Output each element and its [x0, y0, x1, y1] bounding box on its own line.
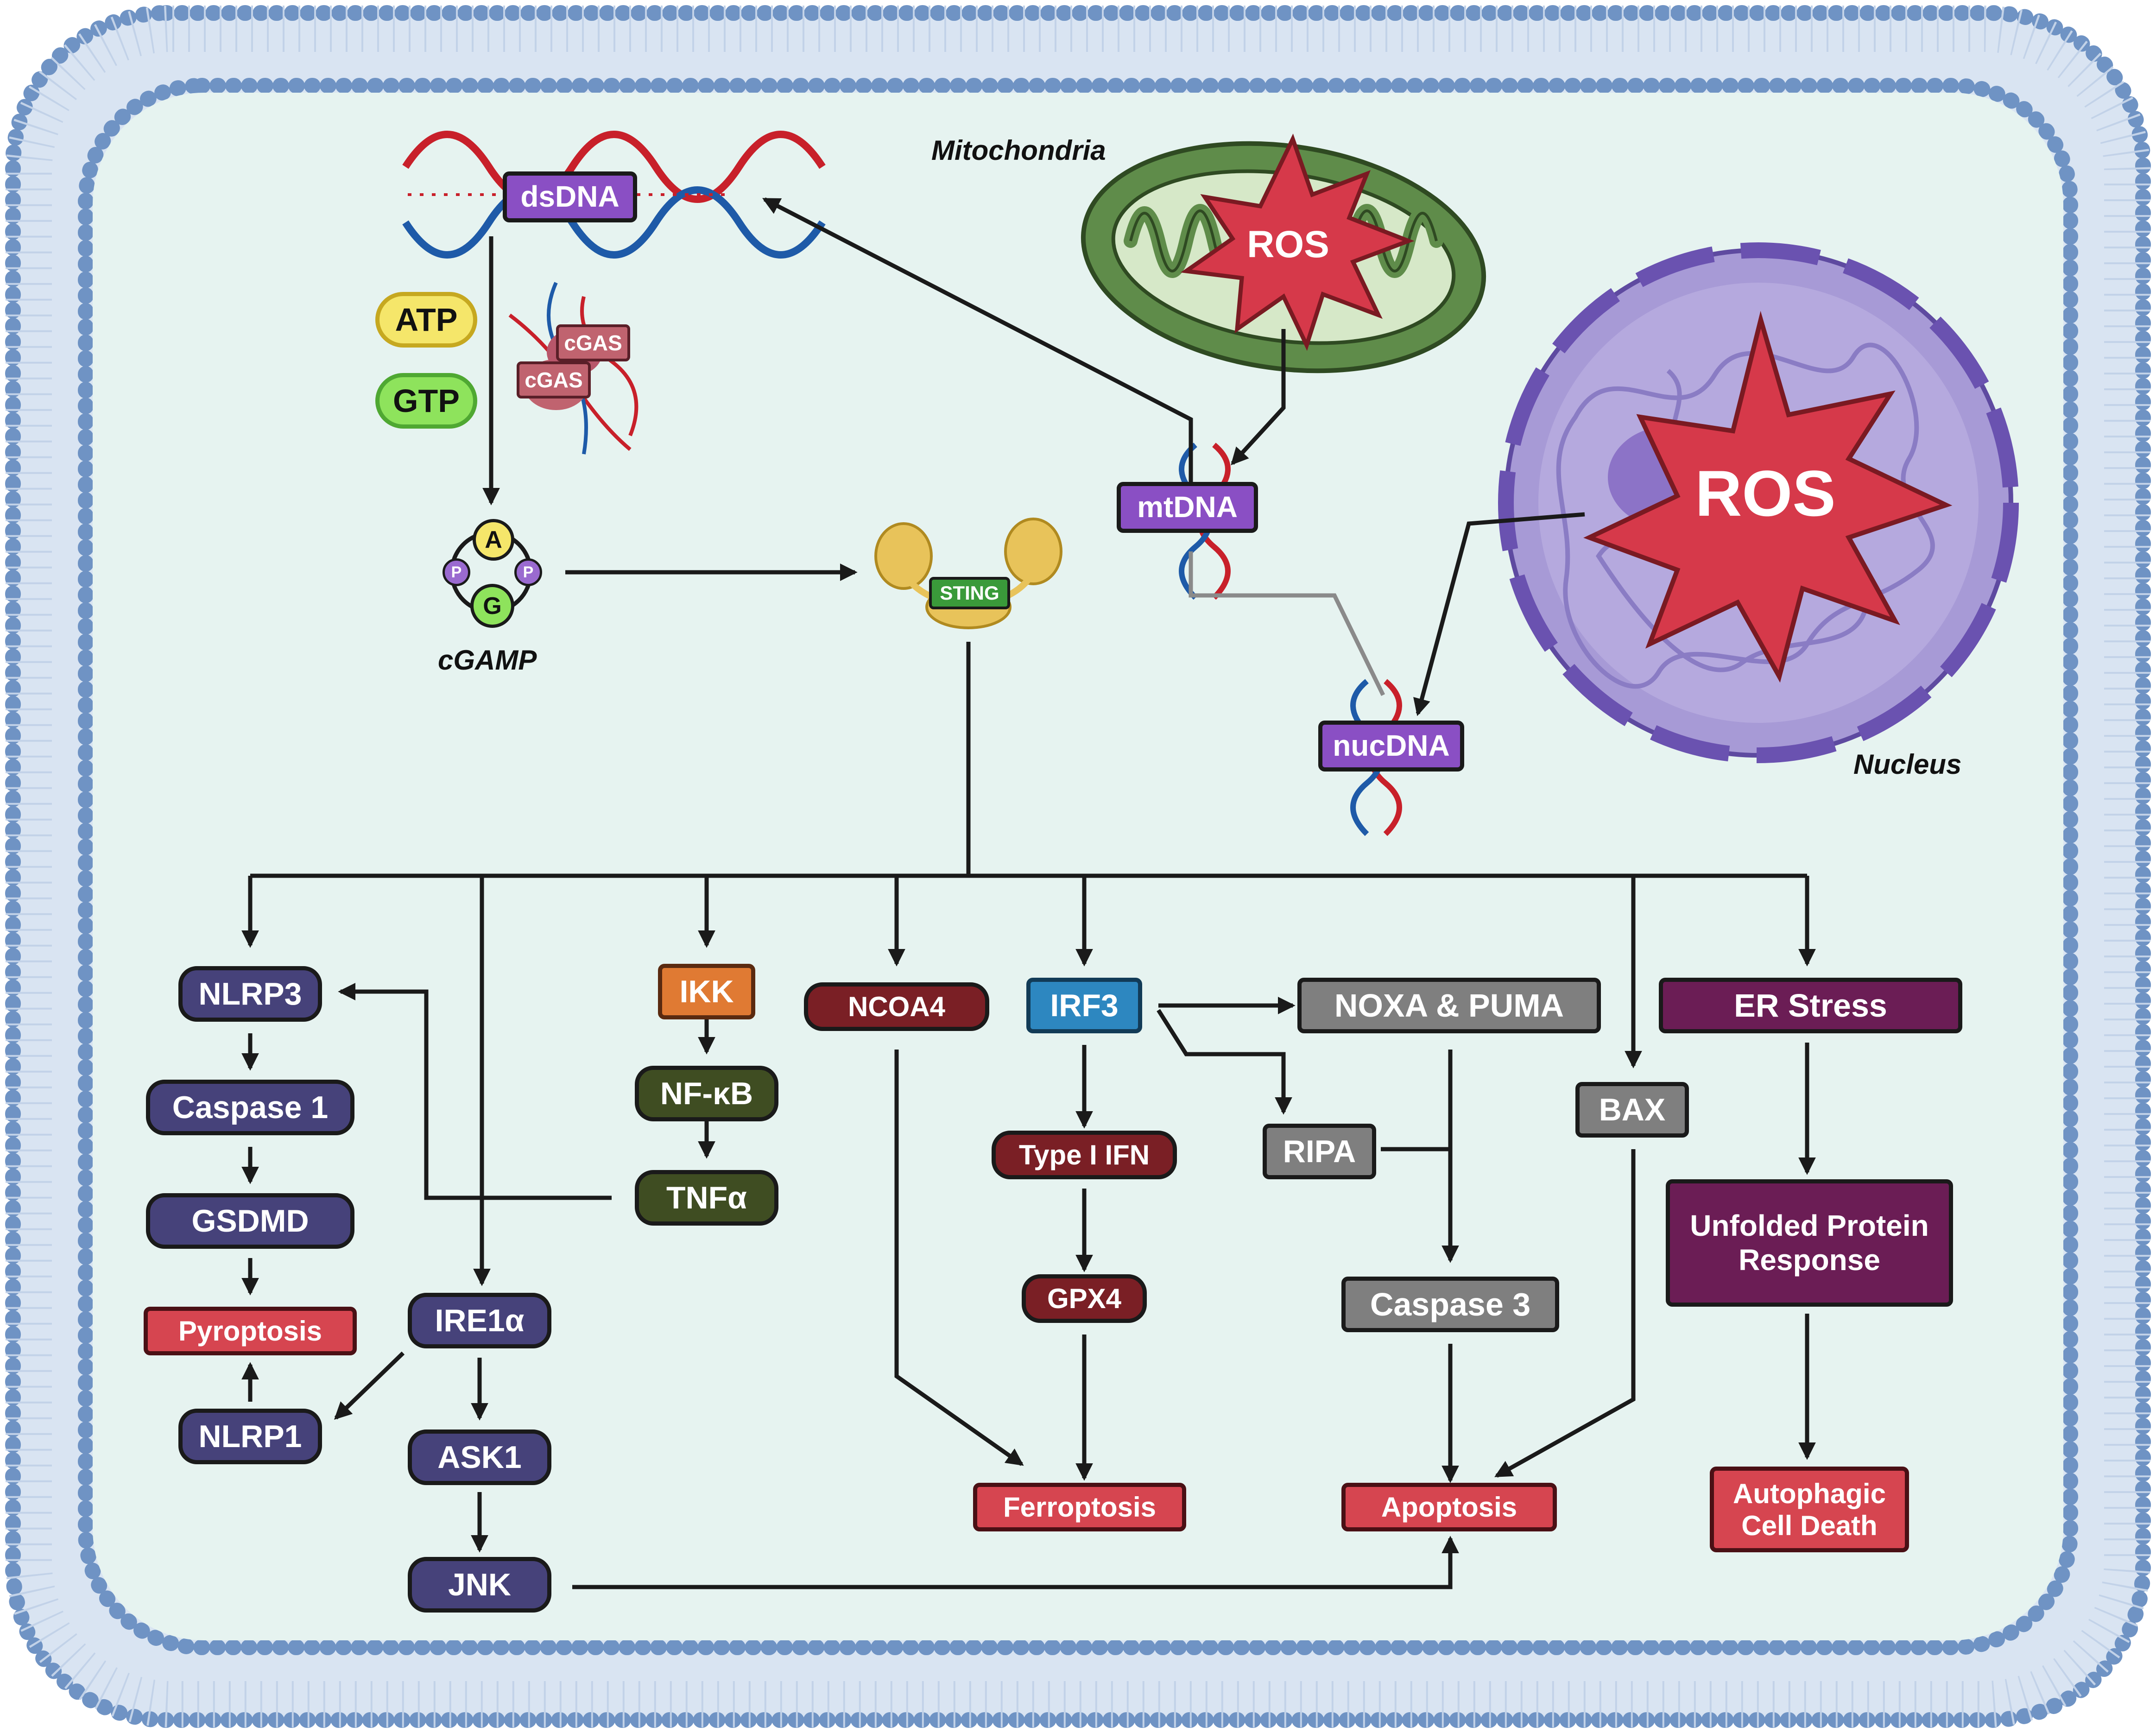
cgamp-phosphate-left: P — [443, 558, 470, 586]
bax-node: BAX — [1575, 1082, 1689, 1138]
nlrp1-node: NLRP1 — [178, 1409, 322, 1464]
dsdna-helix — [402, 131, 826, 259]
nucleus-label: Nucleus — [1853, 749, 1962, 780]
cgamp-phosphate-right: P — [514, 558, 542, 586]
pyroptosis-node: Pyroptosis — [144, 1307, 357, 1355]
ncoa4-node: NCOA4 — [804, 982, 989, 1031]
upr-label-line2: Response — [1739, 1243, 1880, 1277]
nlrp3-node: NLRP3 — [178, 966, 322, 1022]
apoptosis-node: Apoptosis — [1341, 1483, 1557, 1531]
cgamp-label: cGAMP — [438, 645, 537, 676]
er-stress-node: ER Stress — [1659, 978, 1962, 1033]
irf3-node: IRF3 — [1026, 978, 1142, 1033]
ask1-node: ASK1 — [408, 1429, 551, 1485]
caspase3-node: Caspase 3 — [1341, 1277, 1559, 1332]
cgamp-guanine: G — [470, 584, 514, 628]
mtdna-tag: mtDNA — [1117, 482, 1258, 533]
upr-node: Unfolded Protein Response — [1666, 1179, 1953, 1307]
mitochondria-label: Mitochondria — [931, 135, 1106, 166]
ros-burst-mitochondria — [1180, 133, 1415, 351]
ikk-node: IKK — [658, 964, 755, 1019]
cell-membrane-inner — [78, 78, 2078, 1655]
noxa-puma-node: NOXA & PUMA — [1297, 978, 1601, 1033]
arrows — [241, 197, 1816, 1589]
membrane-tails — [6, 6, 2150, 1727]
cgas-tag-1: cGAS — [556, 324, 630, 361]
nucdna-tag: nucDNA — [1318, 721, 1464, 772]
gsdmd-node: GSDMD — [146, 1193, 354, 1249]
sting-tag: STING — [929, 577, 1010, 609]
type1-ifn-node: Type I IFN — [992, 1131, 1177, 1179]
tnfa-node: TNFα — [635, 1170, 778, 1226]
jnk-node: JNK — [408, 1557, 551, 1613]
er-stress-label: ER Stress — [1734, 987, 1887, 1024]
cgamp-adenine: A — [473, 519, 514, 561]
gtp-badge: GTP — [375, 373, 477, 429]
autophagic-label-line1: Autophagic — [1733, 1478, 1886, 1509]
ros-nucleus-label: ROS — [1695, 457, 1836, 530]
caspase1-node: Caspase 1 — [146, 1080, 354, 1135]
ire1a-node: IRE1α — [408, 1293, 551, 1348]
ros-burst-nucleus — [1583, 310, 1953, 683]
gpx4-node: GPX4 — [1022, 1274, 1147, 1323]
autophagic-label-line2: Cell Death — [1741, 1510, 1878, 1541]
dsdna-tag: dsDNA — [503, 171, 637, 222]
atp-badge: ATP — [375, 292, 477, 348]
upr-label-line1: Unfolded Protein — [1690, 1208, 1929, 1242]
cgas-tag-2: cGAS — [517, 361, 591, 398]
ripa-node: RIPA — [1263, 1124, 1376, 1179]
autophagic-death-node: Autophagic Cell Death — [1710, 1467, 1909, 1552]
nfkb-node: NF-κB — [635, 1066, 778, 1121]
ros-mitochondria-label: ROS — [1247, 223, 1329, 266]
ferroptosis-node: Ferroptosis — [973, 1483, 1186, 1531]
